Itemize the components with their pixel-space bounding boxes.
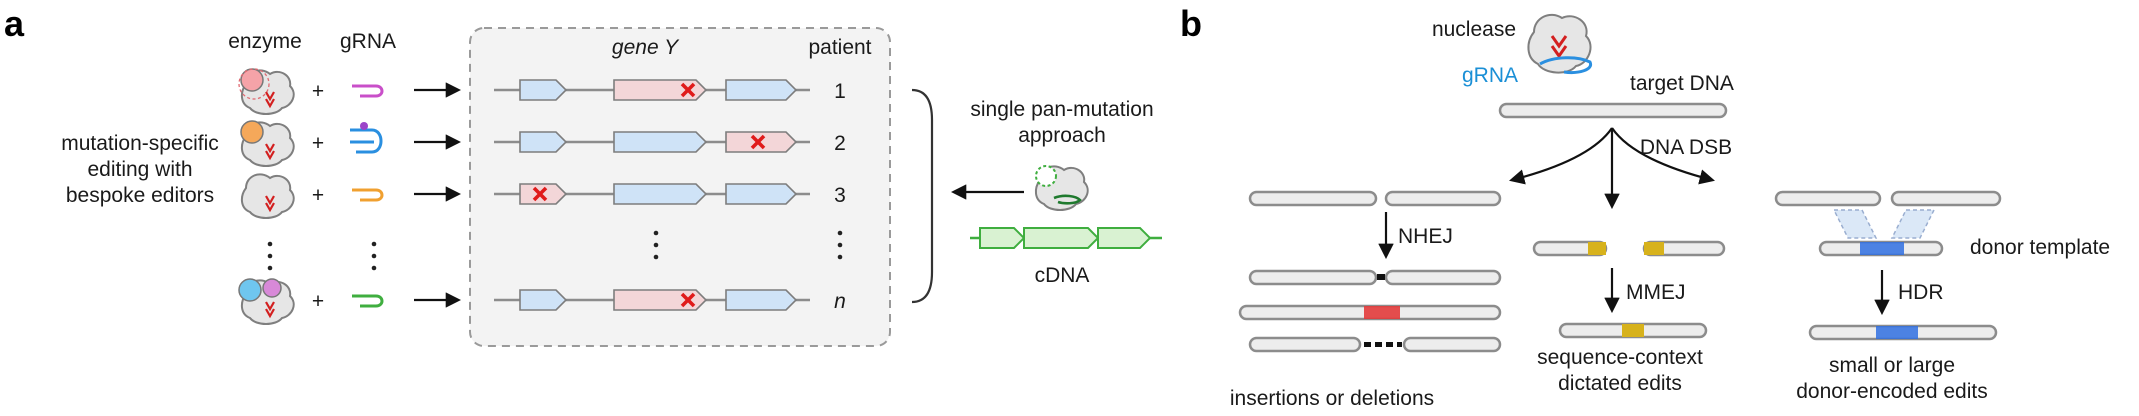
enzyme-header: enzyme <box>228 30 302 53</box>
grna-label-b: gRNA <box>1462 64 1518 87</box>
patient-rows: +1+2+3+n <box>238 68 846 325</box>
donor-template-label: donor template <box>1970 236 2110 259</box>
branch-arrow-left <box>1509 127 1613 185</box>
patient-number: 3 <box>834 184 846 207</box>
panel-b-label: b <box>1180 3 1202 44</box>
exon <box>519 79 568 101</box>
mutated-exon <box>613 79 708 101</box>
hdr-label: HDR <box>1898 281 1944 304</box>
right-text-line-1: single pan-mutation <box>970 98 1153 121</box>
out-right-line-2: donor-encoded edits <box>1796 380 1987 403</box>
hdr-branch: HDR <box>1774 190 2002 341</box>
grna-icon <box>350 122 383 154</box>
mutated-exon <box>725 131 798 153</box>
patient-row: +3 <box>240 173 846 219</box>
patient-number: n <box>834 290 846 313</box>
patient-bracket <box>911 88 934 304</box>
patient-row: +1 <box>238 68 846 115</box>
branch-arrow-right <box>1611 127 1715 185</box>
exon <box>725 183 798 205</box>
patient-header: patient <box>808 36 871 59</box>
grna-icon <box>352 188 384 202</box>
plus-sign: + <box>312 80 324 103</box>
mutation-x-icon <box>680 82 696 98</box>
left-description: mutation-specific editing with bespoke e… <box>61 132 219 207</box>
ellipsis-dots <box>267 230 843 271</box>
mutated-exon <box>519 183 568 205</box>
out-right-line-1: small or large <box>1829 354 1955 377</box>
mutation-x-icon <box>750 134 766 150</box>
exon <box>613 131 708 153</box>
out-mid-line-1: sequence-context <box>1537 346 1703 369</box>
exon <box>725 79 798 101</box>
exon <box>725 289 798 311</box>
patient-row: +n <box>238 278 846 325</box>
editor-enzyme-icon <box>238 278 295 325</box>
exon <box>519 131 568 153</box>
pan-editor-enzyme-icon <box>1034 165 1089 211</box>
target-dna-label: target DNA <box>1630 72 1734 95</box>
grna-icon <box>352 294 384 308</box>
nhej-label: NHEJ <box>1398 225 1453 248</box>
out-mid-line-2: dictated edits <box>1558 372 1682 395</box>
plus-sign: + <box>312 184 324 207</box>
cdna-label: cDNA <box>1035 264 1090 287</box>
left-text-line-1: mutation-specific <box>61 132 219 155</box>
panel-a-label: a <box>4 3 25 44</box>
patient-number: 1 <box>834 80 846 103</box>
plus-sign: + <box>312 132 324 155</box>
panel-b: b nuclease gRNA target DNA DNA DSB NHEJ <box>1180 3 2110 410</box>
left-text-line-2: editing with <box>87 158 192 181</box>
cdna-construct <box>970 227 1162 249</box>
grna-icon <box>352 84 384 98</box>
editor-enzyme-icon <box>240 173 295 219</box>
dsb-label: DNA DSB <box>1640 136 1732 159</box>
target-dna-strand <box>1498 102 1728 119</box>
editor-enzyme-icon <box>238 68 295 115</box>
editor-enzyme-icon <box>240 120 295 167</box>
grna-header: gRNA <box>340 30 396 53</box>
out-left-label: insertions or deletions <box>1230 387 1434 410</box>
left-text-line-3: bespoke editors <box>66 184 214 207</box>
patient-row: +2 <box>240 120 846 167</box>
mutated-exon <box>613 289 708 311</box>
mutation-x-icon <box>532 186 548 202</box>
mutation-x-icon <box>680 292 696 308</box>
nhej-branch: NHEJ <box>1238 190 1502 353</box>
gene-label: gene Y <box>612 36 680 59</box>
mmej-branch: MMEJ <box>1532 240 1726 339</box>
mmej-label: MMEJ <box>1626 281 1686 304</box>
right-text-line-2: approach <box>1018 124 1106 147</box>
patient-number: 2 <box>834 132 846 155</box>
panel-a: a enzyme gRNA mutation-specific editing … <box>4 3 1162 347</box>
nuclease-icon <box>1527 13 1593 74</box>
exon <box>613 183 708 205</box>
nuclease-label: nuclease <box>1432 18 1516 41</box>
exon <box>519 289 568 311</box>
plus-sign: + <box>312 290 324 313</box>
